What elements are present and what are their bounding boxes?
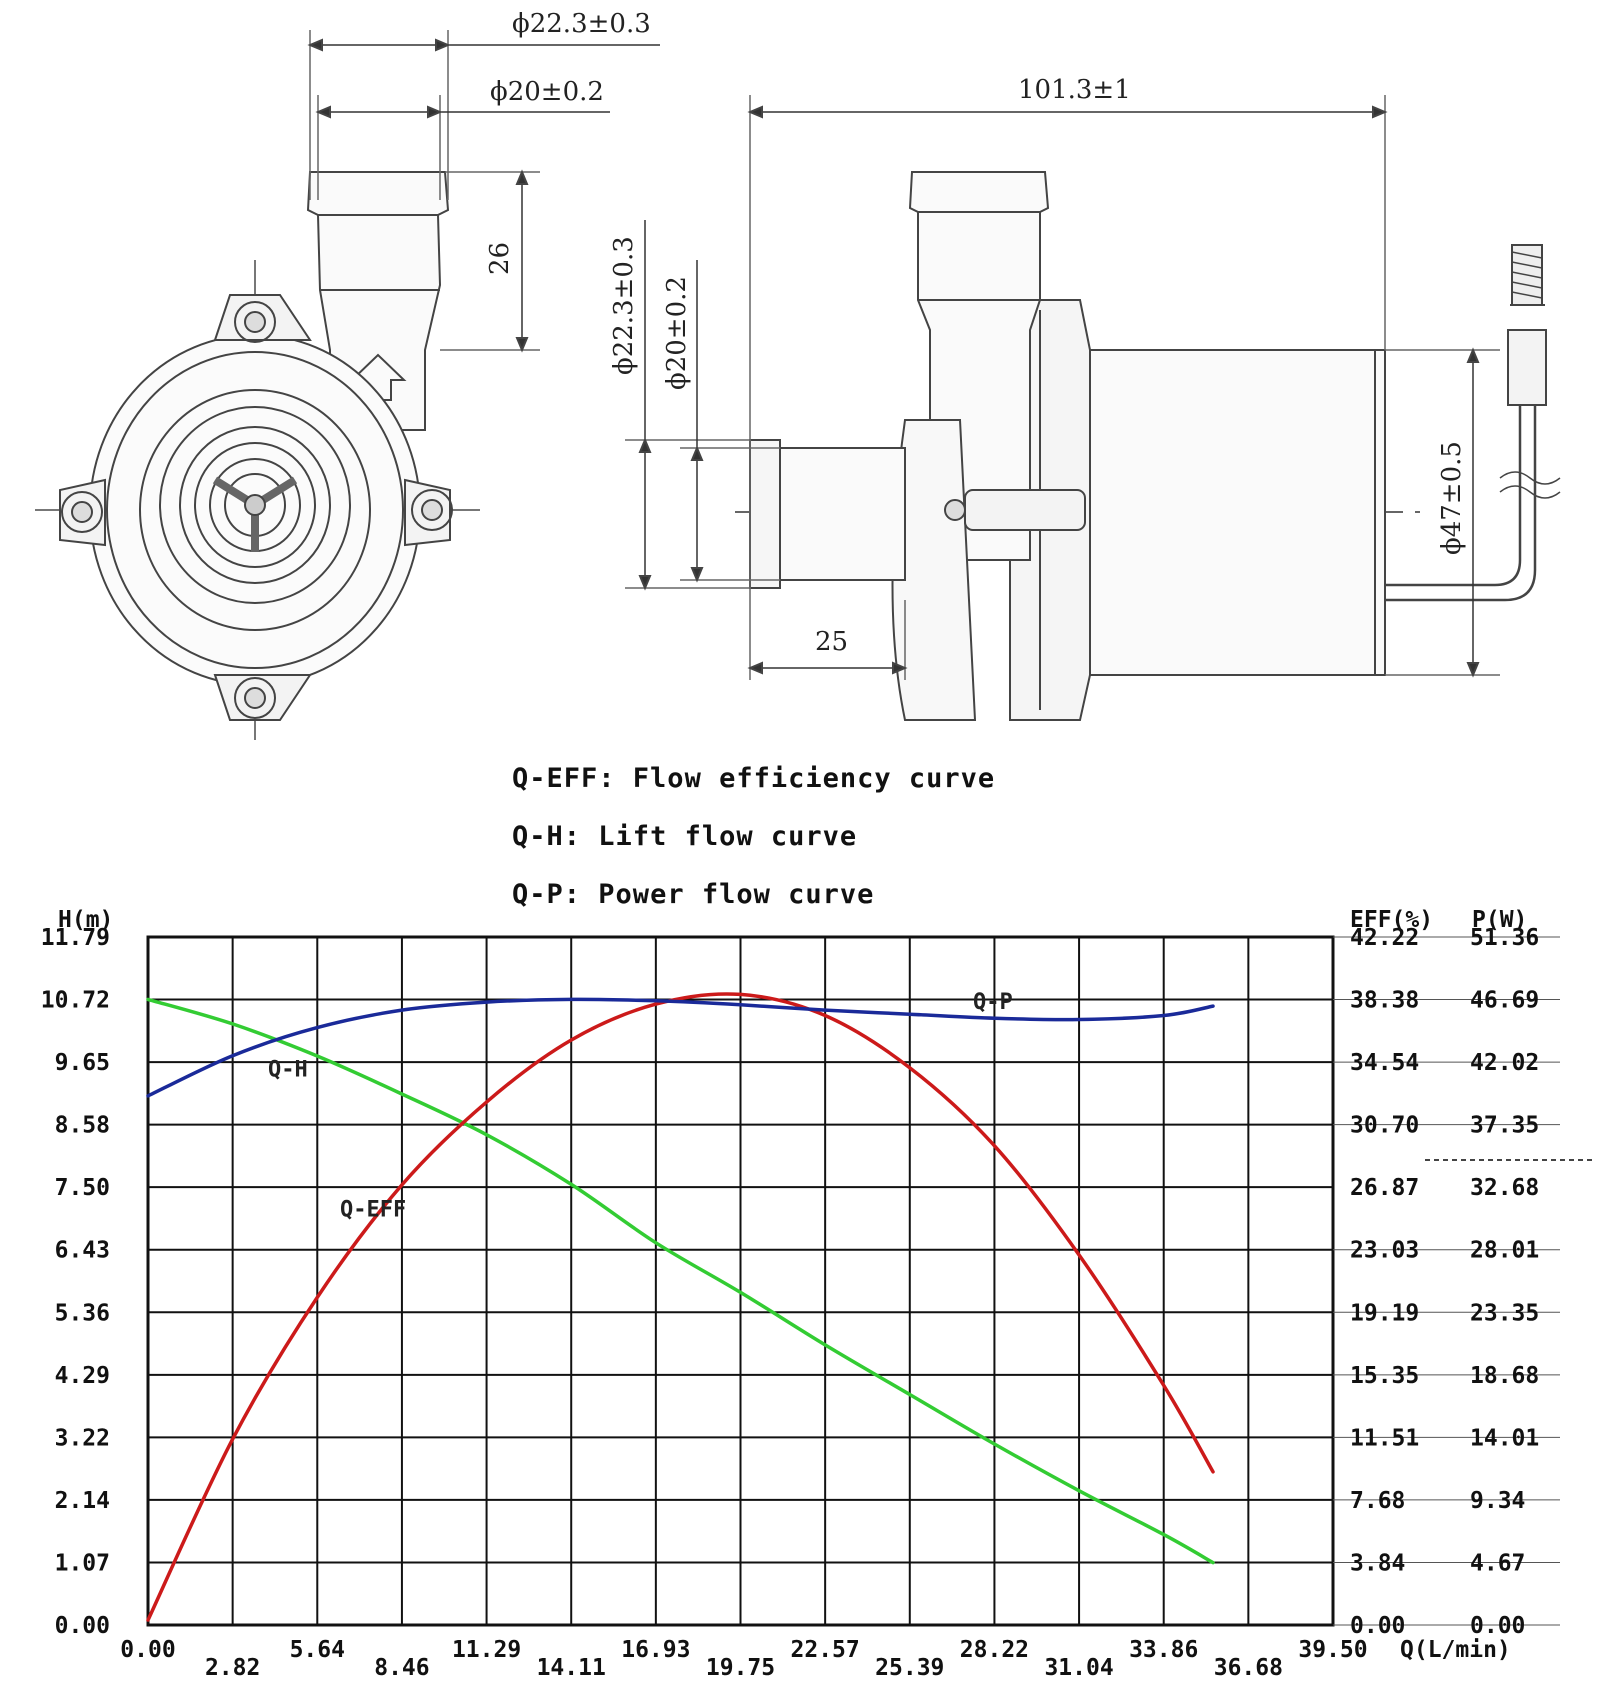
h-axis-title: H(m) bbox=[58, 907, 113, 933]
x-axis-tick: 2.82 bbox=[205, 1655, 260, 1681]
x-axis-tick: 36.68 bbox=[1214, 1655, 1283, 1681]
h-axis-tick: 2.14 bbox=[55, 1488, 110, 1514]
h-axis-tick: 8.58 bbox=[55, 1113, 110, 1139]
h-axis-tick: 5.36 bbox=[55, 1300, 110, 1326]
eff-axis-tick: 15.35 bbox=[1350, 1363, 1419, 1389]
x-axis-tick: 33.86 bbox=[1129, 1637, 1198, 1663]
p-axis-tick: 14.01 bbox=[1470, 1425, 1539, 1451]
h-axis-tick: 3.22 bbox=[55, 1425, 110, 1451]
eff-axis-tick: 34.54 bbox=[1350, 1050, 1419, 1076]
h-axis-tick: 6.43 bbox=[55, 1238, 110, 1264]
series-line-q-eff bbox=[146, 992, 1215, 1622]
p-axis-tick: 23.35 bbox=[1470, 1300, 1539, 1326]
performance-chart: 0.00 1.07 2.14 3.22 4.29 5.36 6.43 7.50 8.58 9.65… bbox=[41, 907, 1595, 1681]
eff-axis-tick: 0.00 bbox=[1350, 1613, 1405, 1639]
h-axis-tick: 1.07 bbox=[55, 1550, 110, 1576]
x-axis-tick: 19.75 bbox=[706, 1655, 775, 1681]
series-annotation-q-eff: Q-EFF bbox=[340, 1198, 406, 1223]
h-axis-tick: 0.00 bbox=[55, 1613, 110, 1639]
front-view bbox=[35, 30, 660, 740]
h-axis-tick: 9.65 bbox=[55, 1050, 110, 1076]
x-axis-tick: 16.93 bbox=[621, 1637, 690, 1663]
x-axis-title: Q(L/min) bbox=[1400, 1637, 1511, 1663]
legend-text: Lift flow curve bbox=[598, 821, 858, 852]
eff-axis-tick: 38.38 bbox=[1350, 988, 1419, 1014]
series-annotation-q-p: Q-P bbox=[973, 990, 1013, 1015]
chart-series bbox=[146, 992, 1215, 1622]
chart-grid bbox=[146, 935, 1595, 1627]
legend-code: Q-EFF bbox=[512, 763, 599, 794]
x-axis-tick: 14.11 bbox=[537, 1655, 606, 1681]
p-axis-tick: 9.34 bbox=[1470, 1488, 1525, 1514]
h-axis-tick: 11.79 bbox=[41, 925, 110, 951]
dim-outlet-outer-label: ϕ22.3±0.3 bbox=[512, 9, 651, 39]
p-axis-tick: 4.67 bbox=[1470, 1550, 1525, 1576]
series-annotation-q-h: Q-H bbox=[268, 1057, 308, 1082]
eff-axis-tick: 26.87 bbox=[1350, 1175, 1419, 1201]
h-axis-tick: 7.50 bbox=[55, 1175, 110, 1201]
dim-inlet-outer-label: ϕ22.3±0.3 bbox=[609, 236, 639, 375]
legend-text: Flow efficiency curve bbox=[632, 763, 996, 794]
dim-inlet-inner-label: ϕ20±0.2 bbox=[662, 276, 692, 390]
curve-legend: Q-EFF: Flow efficiency curve Q-H: Lift f… bbox=[512, 750, 1212, 924]
eff-axis-tick: 42.22 bbox=[1350, 925, 1419, 951]
dim-outlet-inner-label: ϕ20±0.2 bbox=[490, 77, 604, 107]
eff-axis-tick: 30.70 bbox=[1350, 1113, 1419, 1139]
dim-body-diameter-label: ϕ47±0.5 bbox=[1437, 441, 1467, 555]
pump-technical-drawing: ϕ22.3±0.3 ϕ20±0.2 26 101.3±1 ϕ22.3±0.3 ϕ… bbox=[35, 9, 1561, 740]
legend-code: Q-P bbox=[512, 879, 564, 910]
x-axis-tick: 31.04 bbox=[1044, 1655, 1113, 1681]
p-axis-tick: 46.69 bbox=[1470, 988, 1539, 1014]
x-axis-tick: 25.39 bbox=[875, 1655, 944, 1681]
eff-axis-tick: 7.68 bbox=[1350, 1488, 1405, 1514]
series-line-q-p bbox=[146, 997, 1215, 1098]
chart-labels: 0.00 1.07 2.14 3.22 4.29 5.36 6.43 7.50 8.58 9.65… bbox=[41, 907, 1540, 1681]
dim-inlet-length-label: 25 bbox=[815, 627, 848, 657]
legend-code: Q-H bbox=[512, 821, 564, 852]
p-axis-tick: 42.02 bbox=[1470, 1050, 1539, 1076]
dim-overall-length-label: 101.3±1 bbox=[1018, 75, 1131, 105]
x-axis-tick: 28.22 bbox=[960, 1637, 1029, 1663]
x-axis-tick: 0.00 bbox=[120, 1637, 175, 1663]
p-axis-tick: 32.68 bbox=[1470, 1175, 1539, 1201]
x-axis-tick: 8.46 bbox=[374, 1655, 429, 1681]
h-axis-tick: 4.29 bbox=[55, 1363, 110, 1389]
eff-axis-tick: 23.03 bbox=[1350, 1238, 1419, 1264]
dim-outlet-length-label: 26 bbox=[485, 242, 515, 275]
h-axis-tick: 10.72 bbox=[41, 988, 110, 1014]
eff-axis-tick: 3.84 bbox=[1350, 1550, 1405, 1576]
legend-item-q-eff: Q-EFF: Flow efficiency curve bbox=[512, 763, 996, 794]
mounting-lugs bbox=[59, 294, 453, 721]
series-line-q-h bbox=[146, 997, 1215, 1565]
legend-text: Power flow curve bbox=[598, 879, 875, 910]
eff-axis-title: EFF(%) bbox=[1350, 907, 1433, 933]
p-axis-tick: 0.00 bbox=[1470, 1613, 1525, 1639]
x-axis-tick: 11.29 bbox=[452, 1637, 521, 1663]
x-axis-tick: 39.50 bbox=[1298, 1637, 1367, 1663]
x-axis-tick: 22.57 bbox=[791, 1637, 860, 1663]
eff-axis-tick: 19.19 bbox=[1350, 1300, 1419, 1326]
side-view bbox=[625, 95, 1561, 721]
eff-axis-tick: 11.51 bbox=[1350, 1425, 1419, 1451]
legend-item-q-h: Q-H: Lift flow curve bbox=[512, 821, 858, 852]
legend-item-q-p: Q-P: Power flow curve bbox=[512, 879, 875, 910]
p-axis-tick: 28.01 bbox=[1470, 1238, 1539, 1264]
p-axis-tick: 18.68 bbox=[1470, 1363, 1539, 1389]
p-axis-title: P(W) bbox=[1472, 907, 1527, 933]
p-axis-tick: 51.36 bbox=[1470, 925, 1539, 951]
x-axis-tick: 5.64 bbox=[290, 1637, 345, 1663]
p-axis-tick: 37.35 bbox=[1470, 1113, 1539, 1139]
